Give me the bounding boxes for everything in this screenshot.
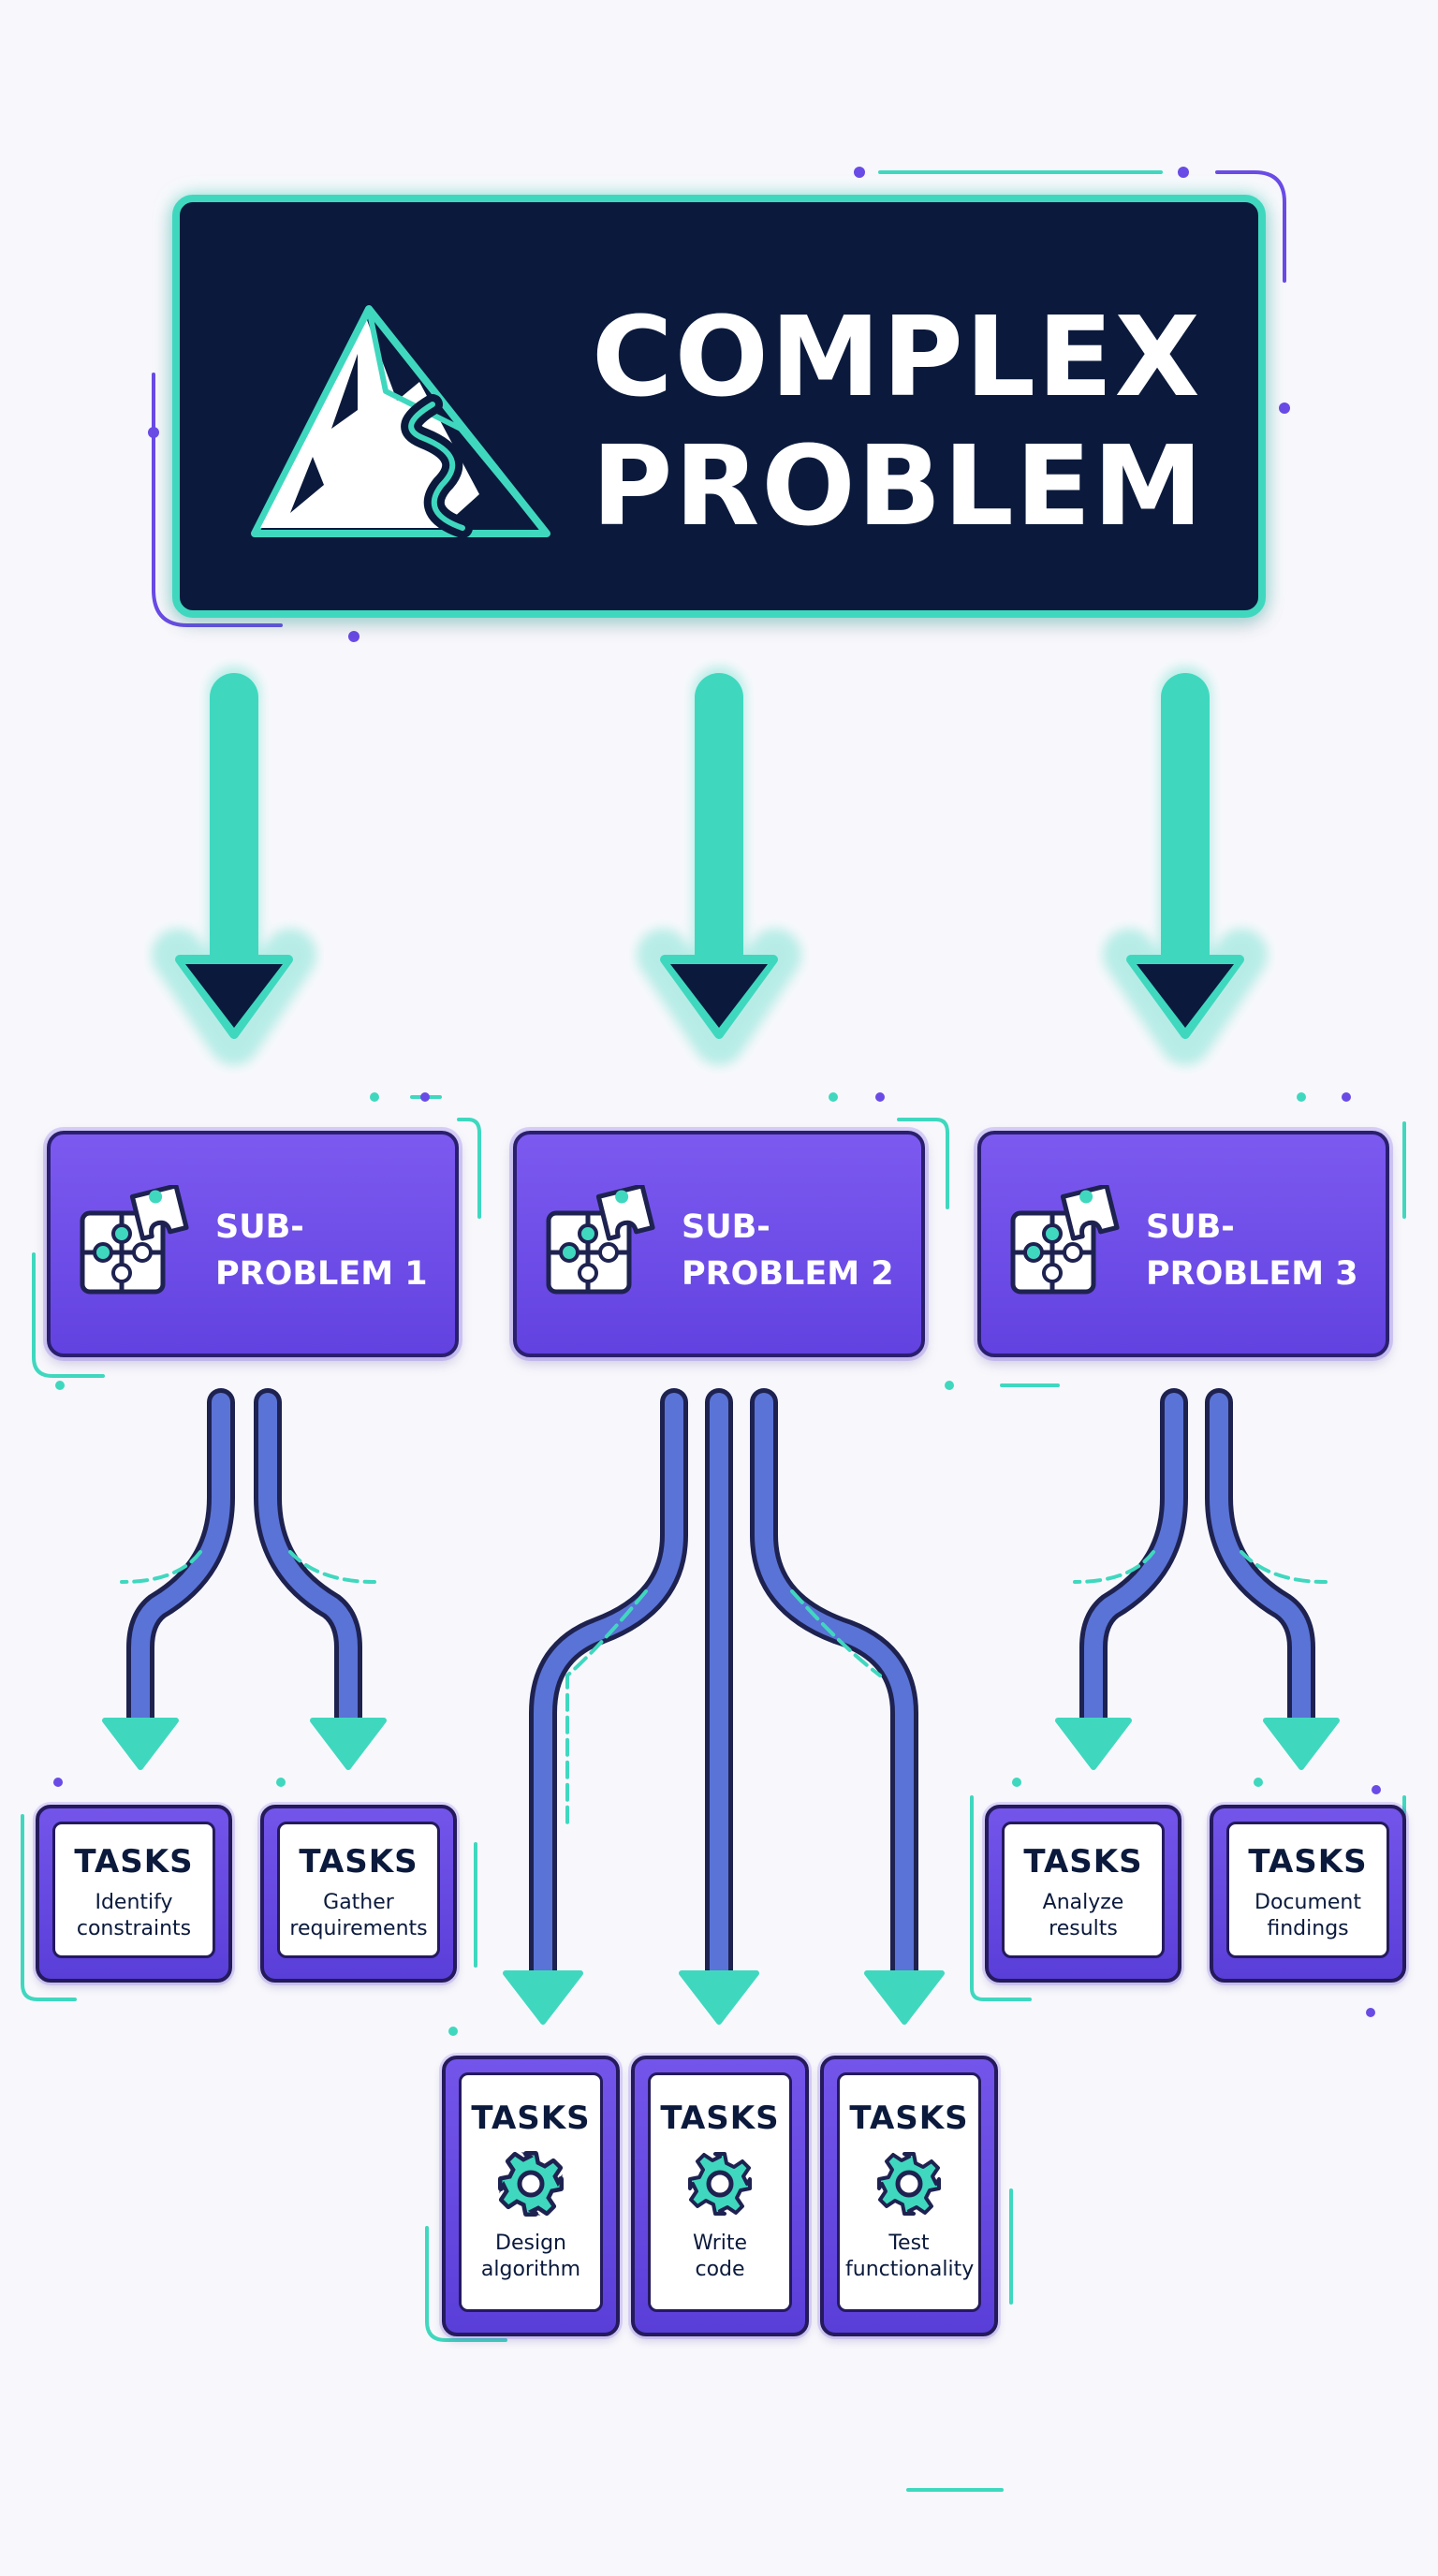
subproblem-2-line-2: PROBLEM 2 <box>682 1255 894 1293</box>
mountain-icon <box>251 305 550 538</box>
main-title: COMPLEX PROBLEM <box>592 292 1247 550</box>
subproblem-1-label: SUB- PROBLEM 1 <box>215 1204 428 1297</box>
task-card-identify-constraints: TASKS Identify constraints <box>36 1805 232 1983</box>
subproblem-to-task-pipes <box>102 1388 1340 2025</box>
puzzle-icon <box>1010 1185 1120 1295</box>
task-description-line-1: Analyze <box>1042 1891 1124 1914</box>
main-title-line-1: COMPLEX <box>592 292 1202 421</box>
task-card-body: TASKS Gather requirements <box>277 1822 440 1958</box>
subproblem-2-line-1: SUB- <box>682 1208 770 1246</box>
task-card-test-functionality: TASKS Test functionality <box>820 2056 998 2336</box>
task-card-body: TASKS Test functionality <box>837 2072 981 2312</box>
task-description: Document findings <box>1229 1890 1387 1942</box>
task-description-line-2: functionality <box>845 2258 975 2281</box>
pipes-subproblem-2 <box>503 1388 945 2025</box>
task-card-body: TASKS Write code <box>648 2072 792 2312</box>
puzzle-icon <box>80 1185 189 1295</box>
pipes-subproblem-3 <box>1055 1388 1340 1770</box>
subproblem-3-label: SUB- PROBLEM 3 <box>1146 1204 1358 1297</box>
gear-icon <box>498 2151 564 2217</box>
task-description: Gather requirements <box>280 1890 437 1942</box>
main-arrow-3 <box>1103 666 1268 1065</box>
gear-icon <box>877 2152 941 2216</box>
subproblem-2-label: SUB- PROBLEM 2 <box>682 1204 894 1297</box>
task-description: Test functionality <box>840 2231 978 2283</box>
task-description: Design algorithm <box>462 2231 600 2283</box>
task-heading: TASKS <box>74 1843 194 1881</box>
subproblem-3-box: SUB- PROBLEM 3 <box>977 1131 1389 1357</box>
task-card-body: TASKS Identify constraints <box>52 1822 215 1958</box>
task-description-line-2: results <box>1049 1917 1118 1940</box>
task-card-body: TASKS Analyze results <box>1002 1822 1165 1958</box>
task-description: Identify constraints <box>55 1890 213 1942</box>
task-description-line-2: constraints <box>76 1917 192 1940</box>
task-heading: TASKS <box>1023 1843 1143 1881</box>
task-card-design-algorithm: TASKS Design algorithm <box>442 2056 620 2336</box>
subproblem-3-line-1: SUB- <box>1146 1208 1235 1246</box>
subproblem-1-box: SUB- PROBLEM 1 <box>47 1131 459 1357</box>
complex-problem-box: COMPLEX PROBLEM <box>172 195 1266 618</box>
task-description: Write code <box>651 2231 789 2283</box>
task-card-write-code: TASKS Write code <box>631 2056 809 2336</box>
task-description-line-1: Document <box>1255 1891 1361 1914</box>
task-heading: TASKS <box>849 2100 969 2137</box>
task-description-line-2: requirements <box>289 1917 428 1940</box>
task-description-line-2: findings <box>1267 1917 1349 1940</box>
task-heading: TASKS <box>471 2100 591 2137</box>
task-description-line-2: algorithm <box>480 2258 581 2281</box>
task-description-line-1: Design <box>495 2232 566 2255</box>
task-description: Analyze results <box>1005 1890 1162 1942</box>
task-card-body: TASKS Document findings <box>1226 1822 1389 1958</box>
pipes-subproblem-1 <box>102 1388 387 1770</box>
puzzle-icon <box>546 1185 655 1295</box>
gear-icon <box>688 2152 752 2216</box>
subproblem-2-box: SUB- PROBLEM 2 <box>513 1131 925 1357</box>
subproblem-1-line-1: SUB- <box>215 1208 304 1246</box>
subproblem-3-line-2: PROBLEM 3 <box>1146 1255 1358 1293</box>
task-card-document-findings: TASKS Document findings <box>1210 1805 1406 1983</box>
task-description-line-1: Gather <box>323 1891 394 1914</box>
task-card-body: TASKS Design algorithm <box>459 2072 603 2312</box>
task-description-line-1: Test <box>888 2232 930 2255</box>
task-card-analyze-results: TASKS Analyze results <box>985 1805 1181 1983</box>
main-arrow-2 <box>637 666 801 1065</box>
main-arrow-1 <box>152 666 316 1065</box>
main-title-line-2: PROBLEM <box>592 421 1205 550</box>
main-to-subproblem-arrows <box>152 666 1268 1065</box>
subproblem-1-line-2: PROBLEM 1 <box>215 1255 428 1293</box>
task-heading: TASKS <box>1248 1843 1368 1881</box>
task-description-line-1: Write <box>692 2232 748 2255</box>
task-description-line-1: Identify <box>95 1891 173 1914</box>
task-heading: TASKS <box>299 1843 418 1881</box>
task-heading: TASKS <box>660 2100 780 2137</box>
task-card-gather-requirements: TASKS Gather requirements <box>260 1805 457 1983</box>
task-description-line-2: code <box>695 2258 745 2281</box>
